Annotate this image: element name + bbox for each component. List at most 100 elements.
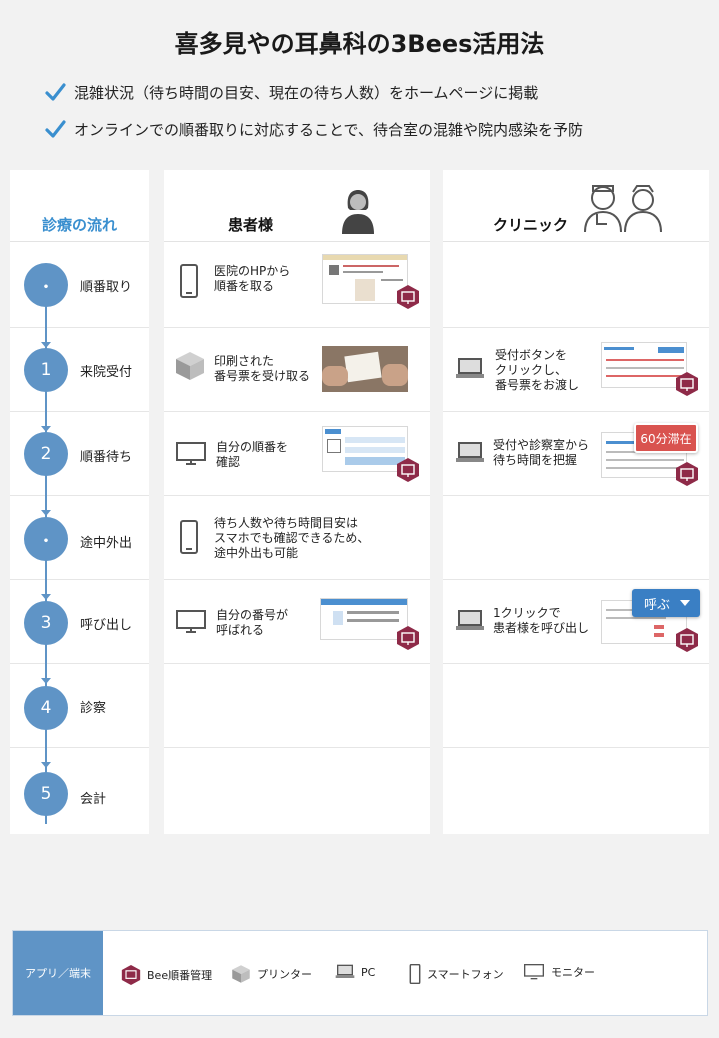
wait-display-thumbnail: [322, 426, 408, 472]
legend-label: PC: [361, 965, 376, 979]
printer-icon: [232, 965, 250, 983]
row-divider: [164, 579, 430, 580]
bullet-item: 混雑状況（待ち時間の目安、現在の待ち人数）をホームページに掲載: [44, 80, 583, 104]
pc-icon: [456, 610, 484, 630]
legend-item: スマートフォン: [409, 964, 504, 984]
legend-item: PC: [335, 964, 375, 980]
clinic-column: クリニック 受付ボタンを クリックし、 番号票をお渡し 受付や診察室から 待ち時…: [443, 170, 709, 834]
step-label: 診察: [80, 701, 107, 716]
step-label: 呼び出し: [80, 618, 133, 633]
bullet-text: オンラインでの順番取りに対応することで、待合室の混雑や院内感染を予防: [74, 120, 583, 139]
ticket-photo: [322, 346, 408, 392]
patient-step-text: 印刷された 番号票を受け取る: [214, 354, 311, 383]
monitor-icon: [524, 964, 544, 980]
row-divider: [10, 579, 149, 580]
row-divider: [443, 327, 709, 328]
step-label: 順番取り: [80, 280, 133, 295]
checkmark-icon: [45, 83, 66, 101]
patient-step-text: 待ち人数や待ち時間目安は スマホでも確認できるため、 途中外出も可能: [214, 516, 370, 560]
pc-icon: [456, 358, 484, 378]
row-divider: [10, 747, 149, 748]
bee-app-icon: [676, 462, 698, 486]
flow-arrow: [41, 510, 51, 516]
bullet-list: 混雑状況（待ち時間の目安、現在の待ち人数）をホームページに掲載 オンラインでの順…: [44, 80, 583, 154]
bullet-item: オンラインでの順番取りに対応することで、待合室の混雑や院内感染を予防: [44, 117, 583, 141]
flow-heading: 診療の流れ: [41, 216, 117, 234]
reception-screen-thumbnail: [601, 342, 687, 388]
step-label: 順番待ち: [80, 450, 133, 465]
step-circle: 5: [24, 772, 68, 816]
device-legend: アプリ／端末 Bee順番管理 プリンター PC スマートフォン モニター: [12, 930, 708, 1016]
clinic-step-text: 受付ボタンを クリックし、 番号票をお渡し: [495, 348, 580, 392]
flow-arrow: [41, 678, 51, 684]
smartphone-icon: [180, 264, 198, 298]
flow-arrow: [41, 762, 51, 768]
step-circle: 3: [24, 601, 68, 645]
bee-app-icon: [676, 628, 698, 652]
call-display-thumbnail: [320, 598, 408, 640]
flow-arrow: [41, 594, 51, 600]
step-label: 来院受付: [80, 365, 133, 380]
wait-time-badge: 60分滞在: [634, 423, 698, 453]
row-divider: [10, 663, 149, 664]
patient-step-text: 自分の順番を 確認: [216, 440, 289, 469]
clinic-staff-icon: [584, 185, 662, 233]
pc-icon: [335, 964, 355, 978]
bee-app-icon: [121, 965, 141, 985]
patient-step-text: 医院のHPから 順番を取る: [214, 264, 291, 293]
legend-label: プリンター: [257, 968, 312, 981]
printer-icon: [176, 352, 204, 380]
step-label: 途中外出: [80, 536, 133, 551]
row-divider: [164, 663, 430, 664]
row-divider: [10, 411, 149, 412]
smartphone-icon: [180, 520, 198, 554]
patient-step-text: 自分の番号が 呼ばれる: [216, 608, 289, 637]
clinic-step-text: 1クリックで 患者様を呼び出し: [493, 606, 590, 635]
row-divider: [164, 411, 430, 412]
call-button-label: 呼ぶ: [644, 597, 671, 613]
step-circle: 4: [24, 686, 68, 730]
step-circle: 1: [24, 348, 68, 392]
bee-app-icon: [397, 285, 419, 309]
smartphone-icon: [409, 964, 421, 984]
step-circle: ・: [24, 517, 68, 561]
clinic-header: クリニック: [443, 170, 709, 242]
patient-person-icon: [342, 190, 374, 234]
monitor-icon: [176, 610, 206, 633]
monitor-icon: [176, 442, 206, 465]
clinic-heading: クリニック: [493, 216, 569, 234]
flow-arrow: [41, 342, 51, 348]
row-divider: [164, 495, 430, 496]
legend-item: モニター: [523, 964, 595, 980]
bee-app-icon: [397, 458, 419, 482]
web-page-thumbnail: [322, 254, 408, 304]
page-title: 喜多見やの耳鼻科の3Bees活用法: [174, 30, 545, 58]
bullet-text: 混雑状況（待ち時間の目安、現在の待ち人数）をホームページに掲載: [74, 83, 539, 102]
chevron-down-icon: [680, 600, 690, 606]
legend-item: Bee順番管理: [121, 964, 212, 986]
row-divider: [443, 411, 709, 412]
checkmark-icon: [45, 120, 66, 138]
row-divider: [10, 327, 149, 328]
flow-header: 診療の流れ: [10, 170, 149, 242]
bee-app-icon: [397, 626, 419, 650]
call-button[interactable]: 呼ぶ: [632, 589, 700, 617]
clinic-step-text: 受付や診察室から 待ち時間を把握: [493, 438, 590, 467]
legend-label: スマートフォン: [427, 968, 504, 981]
row-divider: [164, 327, 430, 328]
step-circle: ・: [24, 263, 68, 307]
patient-header: 患者様: [164, 170, 430, 242]
row-divider: [443, 579, 709, 580]
step-circle: 2: [24, 432, 68, 476]
flow-column: 診療の流れ ・ 順番取り 1 来院受付 2 順番待ち ・ 途中外出 3 呼び出し…: [10, 170, 149, 834]
legend-label: モニター: [551, 966, 595, 979]
patient-column: 患者様 医院のHPから 順番を取る 印刷された 番号票を受け取る 自分の順番を …: [164, 170, 430, 834]
row-divider: [443, 495, 709, 496]
bee-app-icon: [676, 372, 698, 396]
row-divider: [443, 663, 709, 664]
patient-heading: 患者様: [228, 216, 274, 234]
row-divider: [10, 495, 149, 496]
flow-arrow: [41, 426, 51, 432]
pc-icon: [456, 442, 484, 462]
legend-label: Bee順番管理: [147, 969, 213, 982]
